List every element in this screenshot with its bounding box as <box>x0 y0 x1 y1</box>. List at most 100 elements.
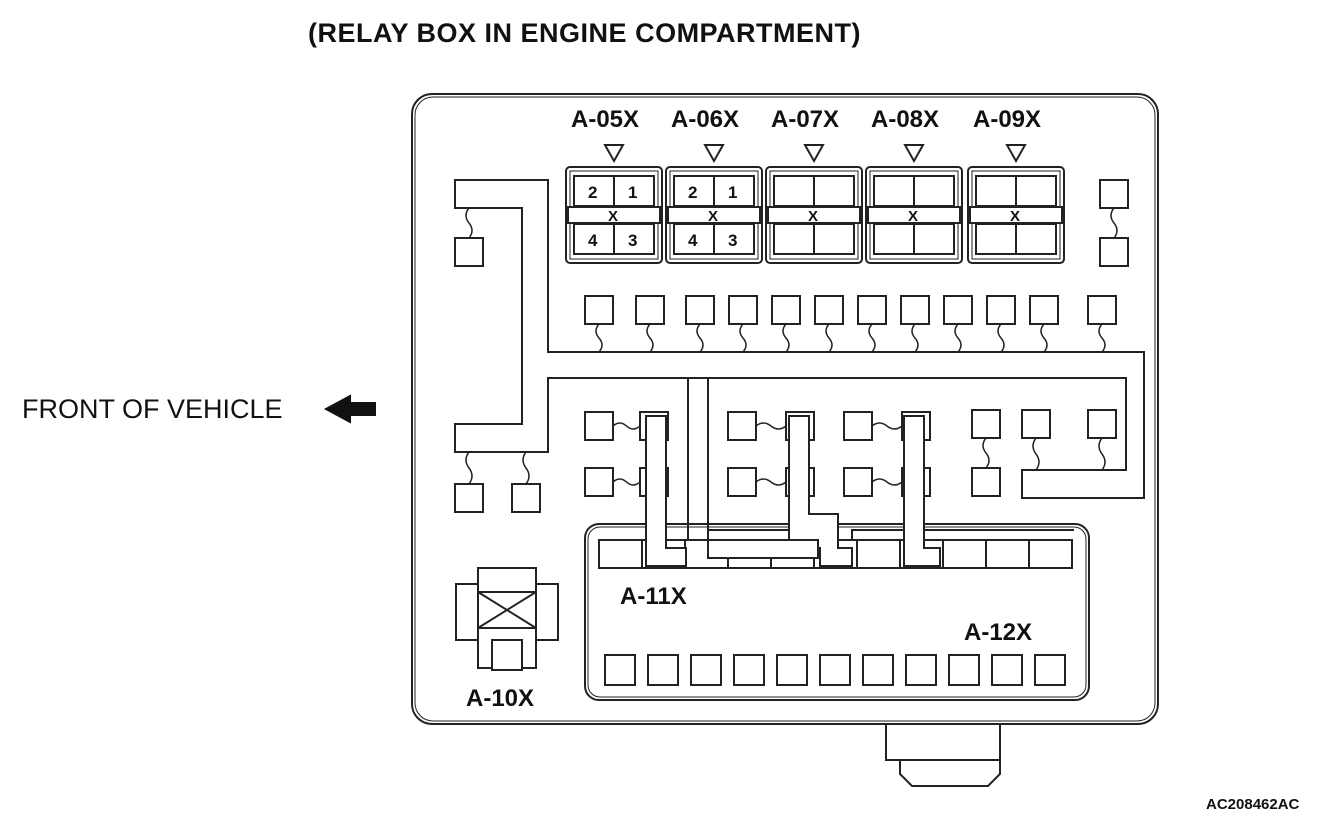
fuse <box>1099 237 1129 267</box>
down-triangle-icon <box>803 144 825 164</box>
terminal-cell <box>862 654 894 686</box>
fuse <box>971 467 1001 497</box>
fuse-link <box>1032 437 1040 471</box>
fuse <box>1021 409 1051 439</box>
fuse <box>843 411 873 441</box>
relay-pin-number: 1 <box>628 183 637 202</box>
relay-marker: X <box>708 208 718 225</box>
a11x-label: A-11X <box>620 583 687 610</box>
relay-socket-a-07x: A-07X X <box>765 106 863 264</box>
relay-box-housing <box>411 93 1159 725</box>
fuse-link <box>871 422 903 430</box>
fuse <box>843 467 873 497</box>
fuse-link <box>612 478 641 486</box>
fuse-link <box>739 323 747 353</box>
fuse-link <box>911 323 919 353</box>
fuse-link <box>997 323 1005 353</box>
fuse <box>986 295 1016 325</box>
bus-bars <box>645 415 941 567</box>
terminal-cell <box>598 539 643 569</box>
relay-marker: X <box>808 208 818 225</box>
fuse <box>727 411 757 441</box>
fuse <box>771 295 801 325</box>
fuse-link <box>982 437 990 469</box>
down-triangle-icon <box>1005 144 1027 164</box>
relay-pin-cell <box>613 175 655 207</box>
a12x-label: A-12X <box>964 619 1032 646</box>
fuse <box>971 409 1001 439</box>
relay-pin-cell <box>913 175 955 207</box>
relay-socket-a-09x: A-09X X <box>967 106 1065 264</box>
terminal-cell <box>1034 654 1066 686</box>
relay-label: A-06X <box>671 106 739 133</box>
relay-pin-cell <box>975 175 1017 207</box>
relay-pin-cell <box>773 223 815 255</box>
fuse-link <box>465 451 473 485</box>
a10x-label: A-10X <box>466 685 534 712</box>
fuse <box>1029 295 1059 325</box>
relay-marker: X <box>1010 208 1020 225</box>
fuse <box>584 411 614 441</box>
relay-pin-cell <box>873 223 915 255</box>
fuse-link <box>825 323 833 353</box>
down-triangle-icon <box>603 144 625 164</box>
fuse-link <box>646 323 654 353</box>
left-fuse-group <box>454 179 1129 513</box>
relay-pin-cell <box>673 175 715 207</box>
relay-pin-cell <box>813 175 855 207</box>
relay-label: A-05X <box>571 106 639 133</box>
relay-pin-cell <box>1015 223 1057 255</box>
fuse <box>584 467 614 497</box>
fuse <box>454 483 484 513</box>
fuse <box>1099 179 1129 209</box>
terminal-cell <box>985 539 1030 569</box>
down-triangle-icon <box>703 144 725 164</box>
mid-fuse-row <box>584 295 1117 353</box>
down-triangle-icon <box>903 144 925 164</box>
fuse <box>814 295 844 325</box>
relay-pin-cell <box>713 175 755 207</box>
terminal-cell <box>948 654 980 686</box>
terminal-cell <box>1028 539 1073 569</box>
relay-pin-cell <box>773 175 815 207</box>
relay-pin-number: 4 <box>588 231 598 250</box>
fuse-link <box>696 323 704 353</box>
fuse-link <box>595 323 603 353</box>
relay-pin-cell <box>813 223 855 255</box>
fuse-link <box>954 323 962 353</box>
figure-code: AC208462AC <box>1206 796 1300 813</box>
relay-label: A-07X <box>771 106 839 133</box>
terminal-cell <box>776 654 808 686</box>
relay-label: A-09X <box>973 106 1041 133</box>
relay-pin-number: 3 <box>728 231 737 250</box>
relay-pin-cell <box>975 223 1017 255</box>
fuse <box>857 295 887 325</box>
fuse-link <box>868 323 876 353</box>
relay-pin-cell <box>1015 175 1057 207</box>
fuse <box>728 295 758 325</box>
relay-pin-number: 4 <box>688 231 698 250</box>
terminal-cell <box>690 654 722 686</box>
relay-pin-number: 3 <box>628 231 637 250</box>
relay-pin-number: 2 <box>688 183 697 202</box>
left-arrow-icon <box>323 394 376 424</box>
terminal-cell <box>604 654 636 686</box>
relay-pin-number: 2 <box>588 183 597 202</box>
fuse <box>943 295 973 325</box>
relay-pin-cell <box>613 223 655 255</box>
relay-pin-cell <box>873 175 915 207</box>
fuse-link <box>1110 207 1118 239</box>
relay-pin-cell <box>713 223 755 255</box>
terminal-cell <box>819 654 851 686</box>
terminal-cell <box>684 539 729 569</box>
relay-marker: X <box>908 208 918 225</box>
terminal-cell <box>905 654 937 686</box>
fuse <box>1087 295 1117 325</box>
fuse-link <box>871 478 903 486</box>
fuse-link <box>465 207 473 239</box>
fuse <box>454 237 484 267</box>
fuse-link <box>755 422 787 430</box>
